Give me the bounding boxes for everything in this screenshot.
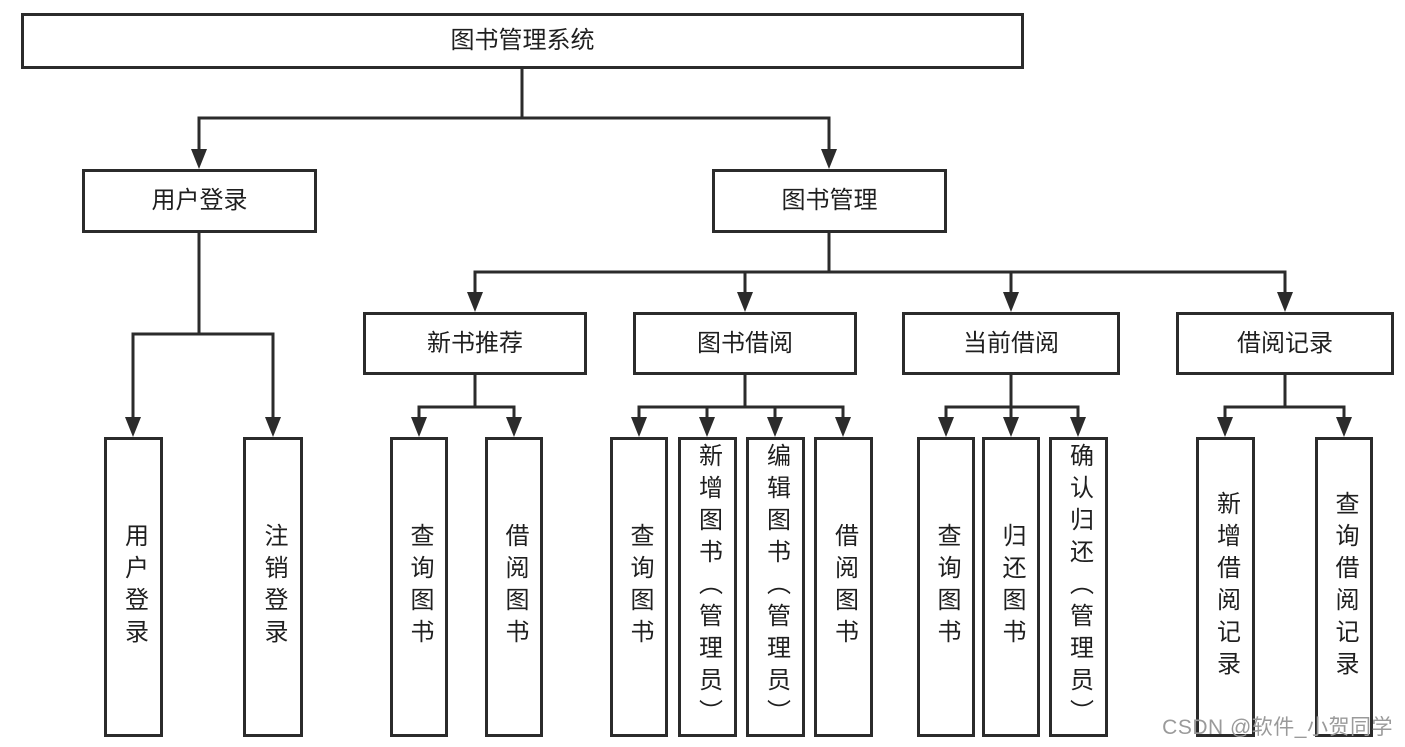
leaf-user-login: 用户登录 — [104, 437, 163, 737]
node-user-login: 用户登录 — [82, 169, 317, 233]
node-root-system: 图书管理系统 — [21, 13, 1024, 69]
leaf-current-confirm-return-admin: 确认归还（管理员） — [1049, 437, 1108, 737]
node-book-management: 图书管理 — [712, 169, 947, 233]
node-current-borrowing: 当前借阅 — [902, 312, 1120, 375]
node-new-book-recommend: 新书推荐 — [363, 312, 587, 375]
leaf-newbook-query-books: 查询图书 — [390, 437, 448, 737]
node-borrowing-records: 借阅记录 — [1176, 312, 1394, 375]
leaf-records-add-borrow-record: 新增借阅记录 — [1196, 437, 1255, 737]
leaf-current-return-books: 归还图书 — [982, 437, 1040, 737]
leaf-logout: 注销登录 — [243, 437, 303, 737]
connector-book-borrowing-children — [631, 375, 851, 437]
leaf-borrowing-add-books-admin: 新增图书（管理员） — [678, 437, 737, 737]
leaf-current-query-books: 查询图书 — [917, 437, 975, 737]
leaf-borrowing-edit-books-admin: 编辑图书（管理员） — [746, 437, 805, 737]
connector-book-management-sections — [467, 233, 1293, 312]
leaf-borrowing-borrow-books: 借阅图书 — [814, 437, 873, 737]
node-book-borrowing: 图书借阅 — [633, 312, 857, 375]
connector-user-login-children — [125, 233, 281, 437]
connector-new-book-children — [411, 375, 522, 437]
connector-root-to-level2 — [191, 69, 837, 169]
connector-borrowing-records-children — [1217, 375, 1352, 437]
connector-current-borrowing-children — [938, 375, 1086, 437]
leaf-newbook-borrow-books: 借阅图书 — [485, 437, 543, 737]
leaf-records-query-borrow-record: 查询借阅记录 — [1315, 437, 1373, 737]
csdn-watermark: CSDN @软件_小贺同学 — [1162, 716, 1393, 739]
leaf-borrowing-query-books: 查询图书 — [610, 437, 668, 737]
